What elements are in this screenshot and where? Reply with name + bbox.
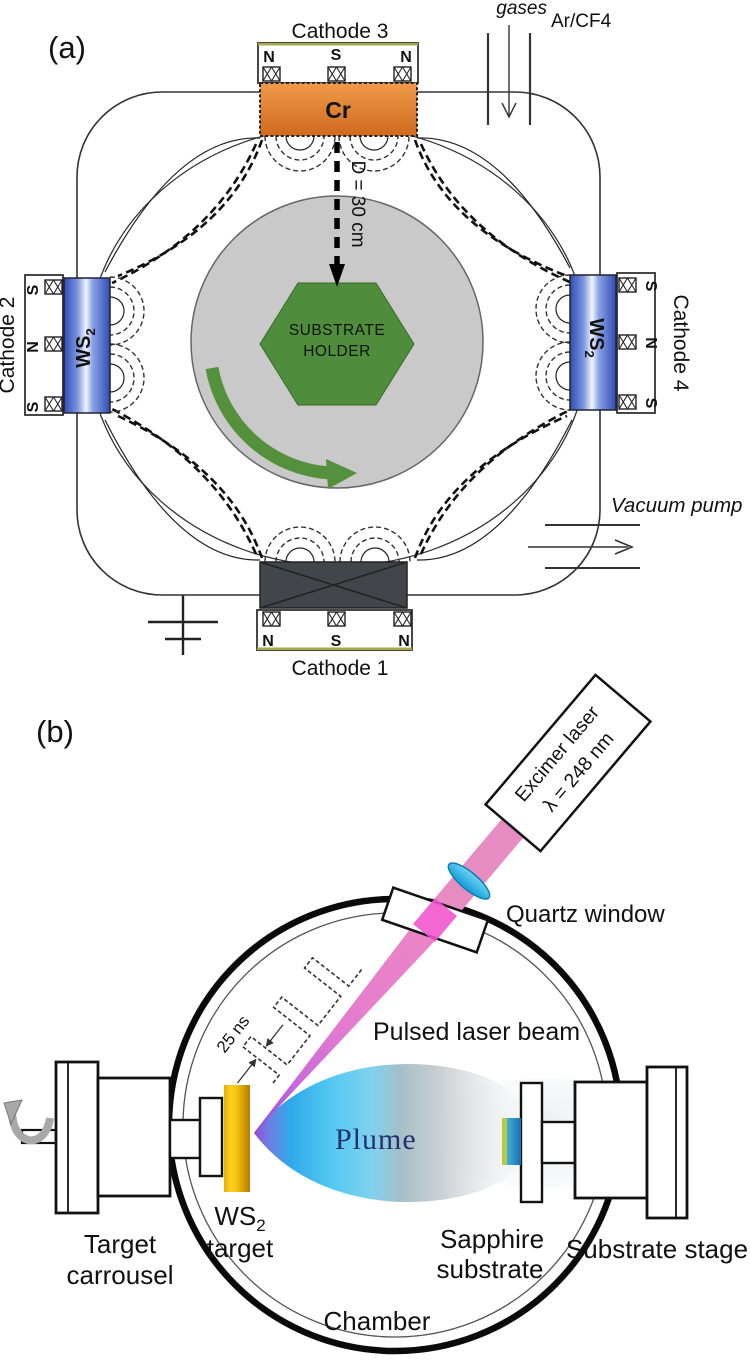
plume-label: Plume xyxy=(335,1123,417,1156)
pulsed-laser-beam-label: Pulsed laser beam xyxy=(373,1018,580,1046)
cathode3-label: Cathode 3 xyxy=(292,20,389,43)
magnet-hatch-icon xyxy=(44,396,63,412)
cathode4-label: Cathode 4 xyxy=(669,295,692,392)
pole-letter: S xyxy=(642,281,659,292)
magnet-hatch-icon xyxy=(327,611,346,627)
magnet-hatch-icon xyxy=(262,611,281,627)
pole-letter: S xyxy=(25,401,42,412)
magnet-hatch-icon xyxy=(618,334,637,350)
pole-letter: S xyxy=(331,47,342,64)
magnet-hatch-icon xyxy=(618,394,637,410)
magnet-hatch-icon xyxy=(44,279,63,295)
ws2-target-right xyxy=(569,274,617,411)
magnet-hatch-icon xyxy=(393,611,412,627)
sapphire-label-line1: Sapphire xyxy=(440,1224,544,1254)
quartz-window-label: Quartz window xyxy=(506,901,665,928)
magnet-hatch-icon xyxy=(44,336,63,352)
pole-letter: N xyxy=(642,337,659,349)
magnet-hatch-icon xyxy=(262,66,281,82)
target-carrousel-label-line2: carrousel xyxy=(67,1260,174,1290)
cr-target-label: Cr xyxy=(325,97,351,123)
substrate-holder-line1: SUBSTRATE xyxy=(289,322,385,339)
distance-arrow xyxy=(329,142,345,287)
sapphire-label-line2: substrate xyxy=(437,1254,544,1284)
ground-icon xyxy=(148,595,218,655)
chamber-label: Chamber xyxy=(324,1306,431,1336)
pole-letter: N xyxy=(400,49,412,66)
cathode1-assembly: N S N xyxy=(256,561,413,651)
ws2-target-disc xyxy=(224,1085,250,1192)
cathode2-assembly: S N S WS2 xyxy=(24,274,111,416)
field-lines-bumps xyxy=(109,135,571,563)
cathode1-label: Cathode 1 xyxy=(292,657,389,680)
panel-a-label: (a) xyxy=(48,30,86,65)
gases-label: gases xyxy=(496,0,547,19)
panel-a-sputtering-chamber: (a) SUBSTRATE HOLDER xyxy=(0,0,742,680)
laser-beam-cone xyxy=(254,911,446,1133)
ws2-target-left xyxy=(63,277,111,414)
target-carrousel xyxy=(20,1060,224,1215)
pole-letter: N xyxy=(263,49,275,66)
sapphire-substrate-edge xyxy=(502,1118,508,1165)
magnet-hatch-icon xyxy=(393,66,412,82)
magnet-hatch-icon xyxy=(618,277,637,293)
excimer-laser-box: Excimer laser λ = 248 nm xyxy=(483,673,653,853)
ws2-target-right-label: WS2 xyxy=(582,318,607,357)
carrousel-rotation-arrow-icon xyxy=(3,1099,54,1145)
distance-label: D = 30 cm xyxy=(347,160,368,247)
cathode2-label: Cathode 2 xyxy=(0,297,19,394)
magnet-hatch-icon xyxy=(327,66,346,82)
substrate-holder-line2: HOLDER xyxy=(303,343,371,360)
ws2-target-left-label: WS2 xyxy=(73,328,98,367)
substrate-stage xyxy=(519,1065,689,1220)
pole-letter: N xyxy=(398,633,410,650)
sapphire-substrate xyxy=(507,1118,521,1165)
substrate-holder-hexagon xyxy=(259,282,415,406)
field-lines-corner xyxy=(104,137,573,561)
cathode3-assembly: N S N Cr xyxy=(257,42,419,137)
pole-letter: N xyxy=(25,341,42,353)
rotation-arrow-a xyxy=(205,366,357,489)
ws2-target-label-line2: target xyxy=(207,1233,274,1263)
vacuum-pump-label: Vacuum pump xyxy=(611,494,742,517)
pole-letter: S xyxy=(331,633,342,650)
target-carrousel-label-line1: Target xyxy=(84,1229,157,1259)
pole-letter: S xyxy=(25,284,42,295)
pole-letter: N xyxy=(262,633,274,650)
dark-target xyxy=(259,561,408,609)
pole-letter: S xyxy=(642,398,659,409)
focusing-lens-icon xyxy=(447,862,491,900)
panel-b-label: (b) xyxy=(36,714,74,749)
ws2-target-label-line1: WS2 xyxy=(214,1201,265,1235)
cathode4-assembly: S N S WS2 xyxy=(569,272,659,414)
beam-through-window xyxy=(413,898,457,942)
vacuum-pump-port xyxy=(528,524,640,569)
cr-target xyxy=(259,82,418,137)
substrate-stage-label: Substrate stage xyxy=(566,1234,748,1264)
gas-type-label: Ar/CF4 xyxy=(551,11,612,32)
panel-b-pld-chamber: (b) Excimer laser λ = 248 nm xyxy=(3,673,748,1355)
gas-inlet-pipe xyxy=(486,25,532,125)
